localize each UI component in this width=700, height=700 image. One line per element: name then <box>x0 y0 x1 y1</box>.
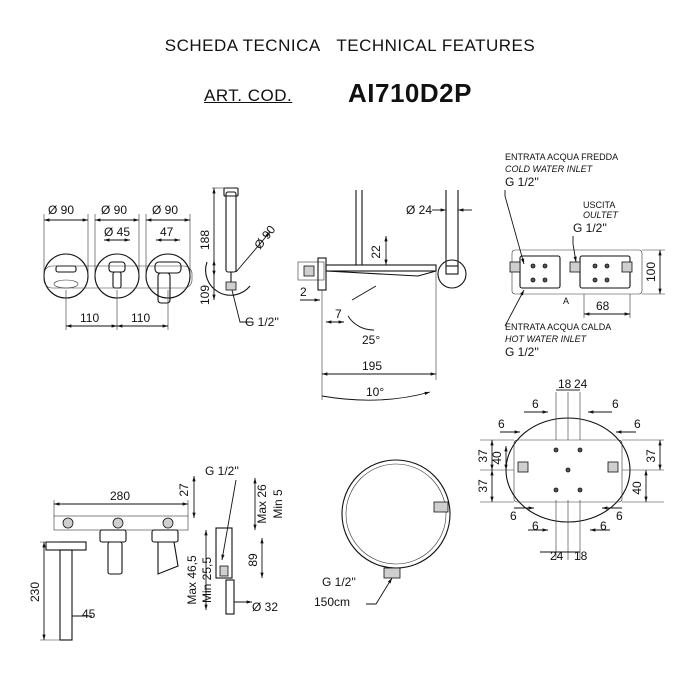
top-6b: 6 <box>612 397 619 411</box>
hand-thread: G 1/2'' <box>245 315 279 329</box>
shower-holder <box>154 261 182 274</box>
inlet-w68: 68 <box>596 299 610 313</box>
article-code-label: ART. COD. <box>204 86 293 105</box>
front-dim-47: 47 <box>160 225 174 239</box>
top-6a: 6 <box>532 397 539 411</box>
left-37b: 37 <box>476 479 490 493</box>
hose-view: G 1/2'' 150cm <box>314 459 451 609</box>
left-40: 40 <box>490 451 504 465</box>
bot-6a: 6 <box>510 509 517 523</box>
spout-45: 45 <box>82 607 96 621</box>
side-d2: 2 <box>300 285 307 299</box>
front-dia-2: Ø 90 <box>101 203 127 217</box>
front-spacing-2: 110 <box>131 311 150 325</box>
inlets-view: ENTRATA ACQUA FREDDA COLD WATER INLET G … <box>504 152 665 359</box>
hand-height: 188 <box>198 230 212 250</box>
sheet-title: SCHEDA TECNICA TECHNICAL FEATURES <box>0 36 700 56</box>
front-dia-1: Ø 90 <box>48 203 74 217</box>
installation-section: 280 27 230 45 <box>28 476 196 641</box>
bot-6c: 6 <box>532 519 539 533</box>
box-width: 280 <box>110 489 130 503</box>
side-h22: 22 <box>369 245 383 259</box>
outlet-it: USCITA <box>583 200 615 210</box>
mixer-lever <box>108 261 126 273</box>
inlet-mark-a: A <box>563 296 569 306</box>
article-code: AI710D2P <box>348 78 472 108</box>
front-dia-3: Ø 90 <box>152 203 178 217</box>
conn-h89: 89 <box>246 553 260 567</box>
cold-inlet-it: ENTRATA ACQUA FREDDA <box>505 152 618 162</box>
spout-body <box>325 264 437 272</box>
title-english: TECHNICAL FEATURES <box>336 36 536 55</box>
conn-max26: Max 26 <box>255 484 269 524</box>
hose-coil-outer <box>341 459 451 569</box>
conn-min255: Min 25,5 <box>200 557 214 603</box>
right-40: 40 <box>630 481 644 495</box>
top-6d: 6 <box>634 417 641 431</box>
spout-height: 230 <box>28 582 42 602</box>
hand-shower-view: 188 109 Ø 90 G 1/2'' <box>198 187 279 329</box>
outlet-en: OULTET <box>583 210 619 220</box>
connection-detail: G 1/2'' Max 26 Min 5 Max 46,5 Min 25,5 8… <box>185 464 285 615</box>
hand-dia: Ø 90 <box>251 222 278 251</box>
spout-section <box>59 549 73 641</box>
conn-min5: Min 5 <box>271 489 285 519</box>
title-italian: SCHEDA TECNICA <box>164 36 321 55</box>
bot-24: 24 <box>550 549 564 563</box>
left-37: 37 <box>476 449 490 463</box>
side-dia: Ø 24 <box>406 203 432 217</box>
side-angle: 25° <box>362 333 380 347</box>
top-6c: 6 <box>498 417 505 431</box>
side-d7: 7 <box>335 307 342 321</box>
top-18: 18 <box>558 377 572 391</box>
side-len195: 195 <box>362 359 382 373</box>
hot-inlet-en: HOT WATER INLET <box>505 334 588 344</box>
front-spacing-1: 110 <box>80 311 99 325</box>
hand-shower-handle <box>225 191 237 273</box>
conn-dia32: Ø 32 <box>252 600 278 614</box>
top-plate-view: 18 24 6 6 6 6 37 40 37 37 <box>476 377 664 563</box>
hot-inlet-thread: G 1/2'' <box>505 345 539 359</box>
outlet-thread: G 1/2'' <box>573 221 607 235</box>
hose-length: 150cm <box>314 595 350 609</box>
bot-18: 18 <box>574 549 588 563</box>
bot-6b: 6 <box>616 509 623 523</box>
front-view: Ø 90 Ø 90 Ø 90 Ø 45 47 110 110 <box>43 203 193 330</box>
side-rosette <box>437 259 467 289</box>
inlet-ports <box>509 261 633 283</box>
hot-inlet-it: ENTRATA ACQUA CALDA <box>505 322 611 332</box>
hand-base: 109 <box>198 285 212 305</box>
box-depth: 27 <box>177 483 191 497</box>
right-37: 37 <box>644 449 658 463</box>
side-tilt: 10° <box>366 385 384 399</box>
hose-thread: G 1/2'' <box>322 575 356 589</box>
inlet-h100: 100 <box>644 262 658 282</box>
cold-inlet-thread: G 1/2'' <box>505 175 539 189</box>
diverter-knob <box>55 265 77 273</box>
bot-6d: 6 <box>600 519 607 533</box>
top-24: 24 <box>574 377 588 391</box>
conn-max465: Max 46,5 <box>185 555 199 605</box>
spout-side-view: Ø 24 22 2 7 25° 195 10° <box>297 190 472 401</box>
cold-inlet-en: COLD WATER INLET <box>505 164 594 174</box>
front-dia-inner: Ø 45 <box>104 225 130 239</box>
conn-thread: G 1/2'' <box>205 464 239 478</box>
